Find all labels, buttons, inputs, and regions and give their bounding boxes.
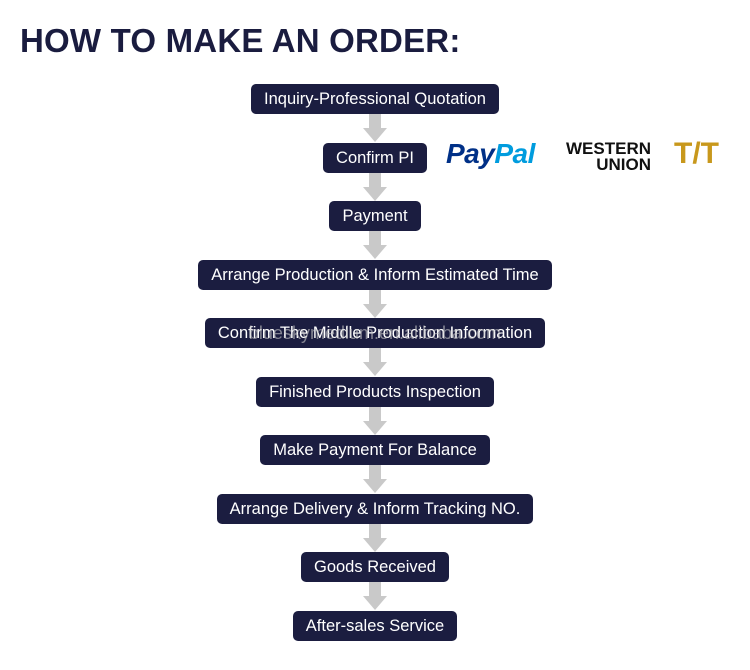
step-middle-production-info: Confirm The Middle Production Informatio…	[204, 318, 546, 348]
step-payment: Payment	[329, 201, 421, 231]
step-payment-balance: Make Payment For Balance	[260, 435, 490, 465]
down-arrow-icon	[363, 465, 387, 494]
down-arrow-icon	[363, 582, 387, 611]
down-arrow-icon	[363, 231, 387, 260]
down-arrow-icon	[363, 289, 387, 319]
paypal-pal-text: Pal	[494, 138, 535, 169]
step-after-sales: After-sales Service	[292, 610, 458, 641]
step-confirm-pi: Confirm PI	[323, 142, 427, 173]
western-union-line1: WESTERN	[566, 139, 651, 158]
step-arrange-delivery: Arrange Delivery & Inform Tracking NO.	[216, 493, 534, 524]
step-label: Confirm The Middle Production Informatio…	[217, 324, 533, 342]
down-arrow-icon	[363, 406, 387, 436]
down-arrow-icon	[363, 348, 387, 377]
down-arrow-icon	[363, 523, 387, 553]
step-inquiry-quotation: Inquiry-Professional Quotation	[251, 84, 499, 114]
down-arrow-icon	[363, 114, 387, 143]
step-goods-received: Goods Received	[301, 552, 449, 582]
paypal-pay-text: Pay	[446, 138, 495, 169]
western-union-line2: UNION	[596, 155, 651, 174]
western-union-logo: WESTERN UNION	[566, 139, 651, 174]
down-arrow-icon	[363, 172, 387, 202]
tt-logo: T/T	[674, 137, 719, 170]
paypal-logo: PayPal	[446, 138, 535, 170]
page-title: HOW TO MAKE AN ORDER:	[20, 22, 461, 59]
step-products-inspection: Finished Products Inspection	[256, 376, 494, 407]
step-arrange-production: Arrange Production & Inform Estimated Ti…	[198, 259, 552, 290]
